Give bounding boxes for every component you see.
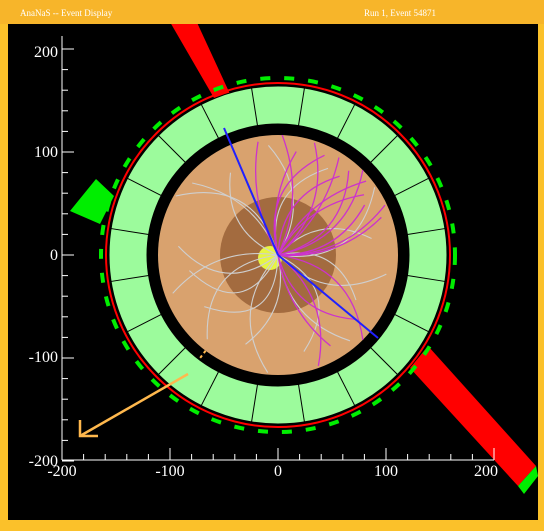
particle-track [188,254,279,294]
y-tick-label-1: 100 [34,144,58,161]
title-bar: AnaNaS -- Event Display Run 1, Event 548… [0,0,544,24]
particle-track [277,180,367,256]
app-title: AnaNaS -- Event Display [20,8,113,18]
particle-track [277,142,319,256]
particle-track [229,172,279,256]
calorimeter-segment-divider [111,228,149,236]
calorimeter-segment-divider [370,347,398,375]
jet-line-upper [223,127,279,256]
outer-energy-ring-red [105,82,451,428]
x-tick-label-0: -200 [47,463,76,480]
calorimeter-segment-divider [394,314,429,333]
y-tick-label-2: 0 [50,247,58,264]
calorimeter-segment-divider [200,371,219,406]
calorimeter-segment-divider [251,88,259,126]
x-tick-marks [61,448,495,460]
particle-track [277,204,366,256]
particle-track [204,254,279,313]
event-display-canvas[interactable]: -200 -100 0 100 200 200 100 0 -100 -200 [8,16,538,520]
particle-track [277,254,355,320]
run-event-label: Run 1, Event 54871 [364,8,436,18]
particle-track [277,254,364,340]
particle-track [277,254,320,352]
calorimeter-segment-divider [200,104,219,139]
calorimeter-inner-border [146,123,410,387]
calorimeter-segment-divider [251,384,259,422]
energy-tower-left [70,179,114,224]
particle-track [277,175,340,256]
calorimeter-segment-divider [127,177,162,196]
calorimeter-outer-border [108,85,448,425]
y-tick-label-0: 200 [34,44,58,61]
energy-tower-bottom-right-tip [518,466,538,494]
calorimeter-segment-divider [394,177,429,196]
y-tick-label-3: -100 [29,349,58,366]
particle-track [277,254,331,347]
x-tick-label-4: 200 [474,463,498,480]
tracks-high-pt [255,134,386,367]
particle-track [277,170,364,256]
tracks-low-pt [172,145,387,373]
particle-track [277,134,294,256]
energy-tower-top [170,16,230,98]
calorimeter-ring [109,86,447,424]
x-tick-label-3: 100 [374,463,398,480]
particle-track [277,170,350,256]
y-tick-label-4: -200 [29,453,58,470]
particle-track [172,253,279,294]
particle-track [177,245,279,274]
x-tick-label-2: 0 [274,463,282,480]
particle-track [274,151,297,256]
calorimeter-segment-divider [297,88,305,126]
calorimeter-segment-divider [407,274,445,282]
calorimeter-segment-divider [337,371,356,406]
particle-track [249,254,279,373]
particle-track [277,194,365,256]
jet-line-lower [277,254,379,339]
calorimeter-segment-divider [158,135,186,163]
calorimeter-segment-divider [127,314,162,333]
calorimeter-segments [111,88,445,422]
calorimeter-segment-divider [297,384,305,422]
calorimeter-segment-divider [337,104,356,139]
calorimeter-segment-divider [111,274,149,282]
x-tick-label-1: -100 [155,463,184,480]
event-display-svg: -200 -100 0 100 200 200 100 0 -100 -200 [29,16,538,494]
outer-energy-ring-green [99,76,457,434]
energy-tower-bottom-right [410,346,536,486]
calorimeter-segment-divider [158,347,186,375]
particle-track [277,252,357,301]
particle-track [206,254,279,340]
y-tick-marks [62,48,74,462]
particle-track [277,187,376,257]
particle-track [277,216,382,257]
calorimeter-segment-divider [370,135,398,163]
calorimeter-segment-divider [407,228,445,236]
missing-energy-arrow-icon [78,372,189,438]
